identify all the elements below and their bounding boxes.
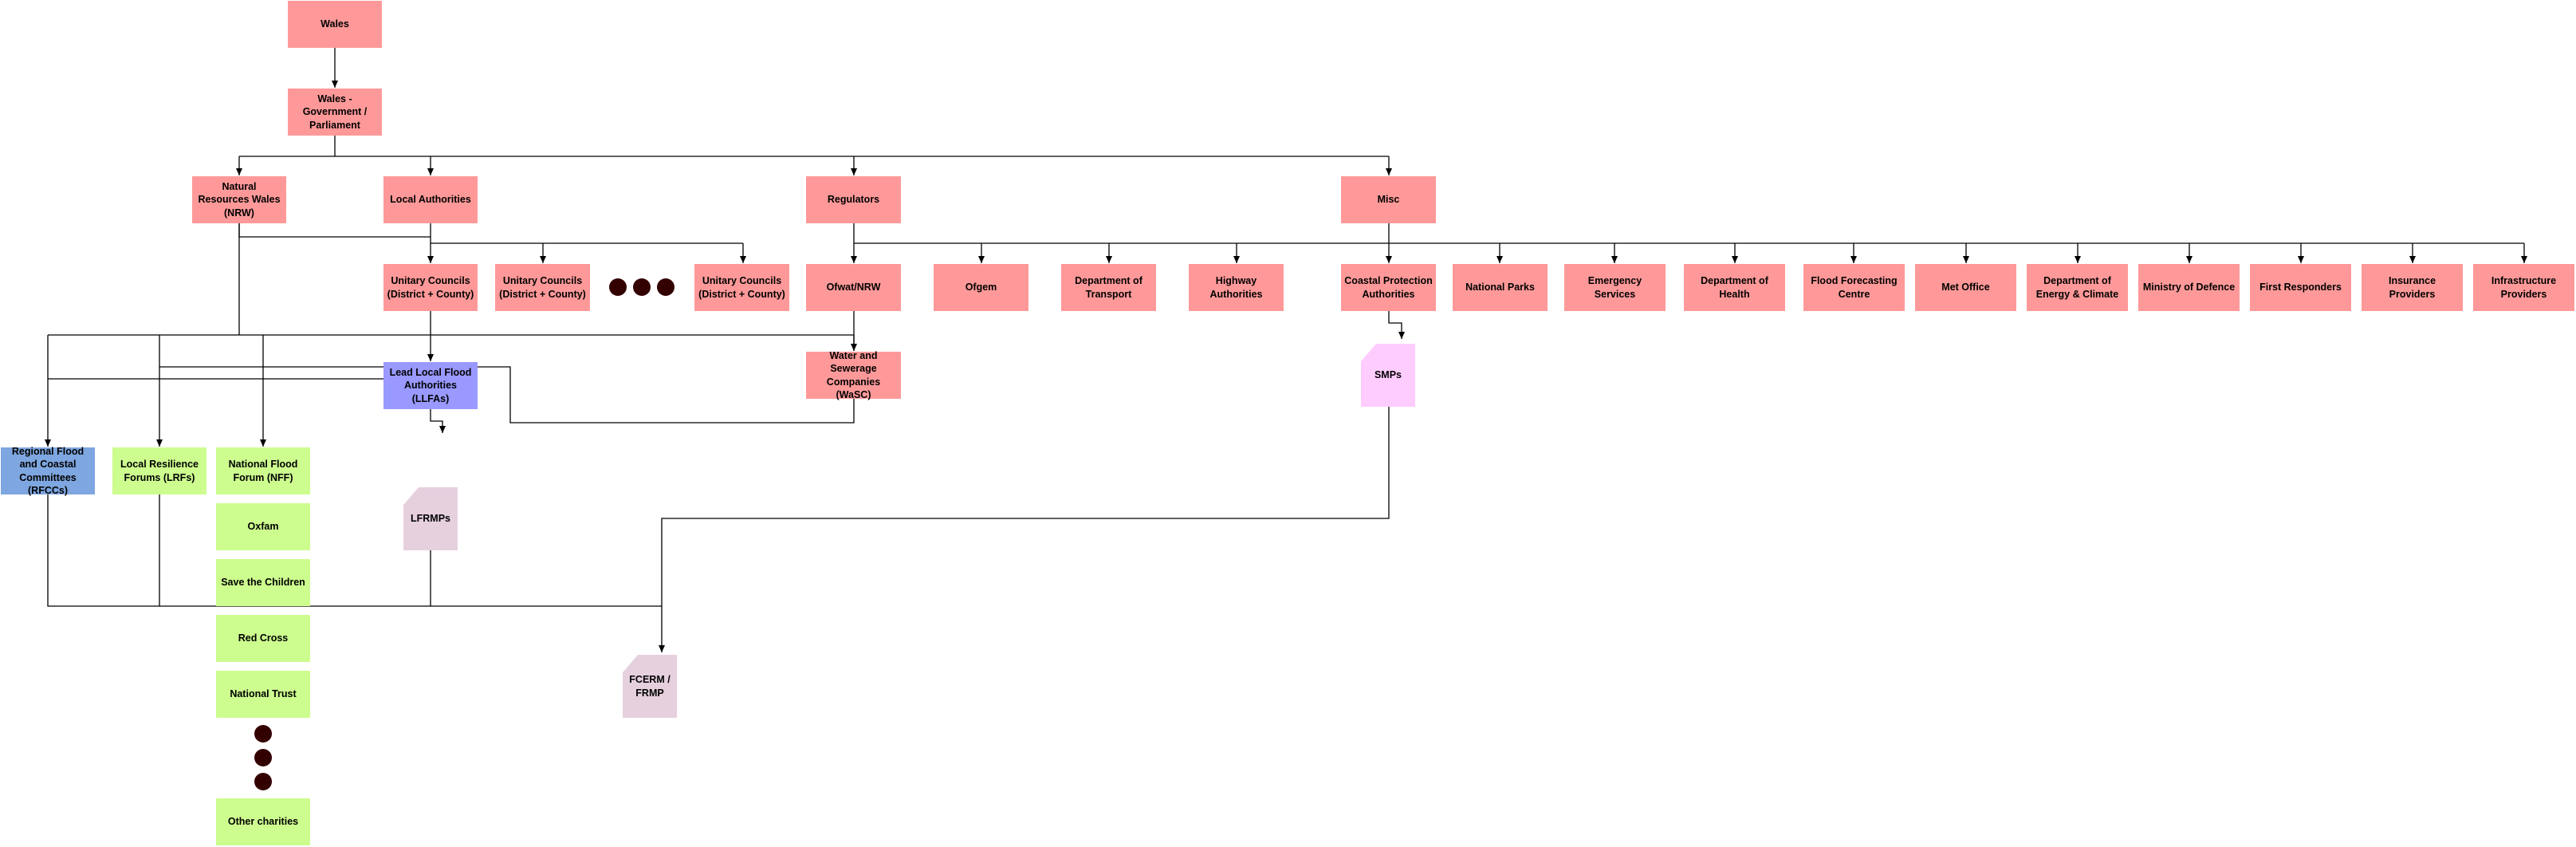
node-unitary-councils-3: Unitary Councils (District + County): [694, 264, 789, 311]
node-national-trust: National Trust: [216, 671, 310, 718]
node-unitary-councils-2: Unitary Councils (District + County): [495, 264, 590, 311]
node-ministry-of-defence: Ministry of Defence: [2138, 264, 2240, 311]
node-met-office: Met Office: [1915, 264, 2016, 311]
ellipsis-dot: [657, 278, 674, 296]
node-emergency-services: Emergency Services: [1564, 264, 1666, 311]
node-ofwat-nrw: Ofwat/NRW: [806, 264, 901, 311]
node-ofgem: Ofgem: [934, 264, 1028, 311]
node-regulators: Regulators: [806, 176, 901, 223]
node-department-of-health: Department of Health: [1684, 264, 1785, 311]
node-coastal-protection-authorities: Coastal Protection Authorities: [1341, 264, 1436, 311]
node-oxfam: Oxfam: [216, 503, 310, 550]
ellipsis-dot: [633, 278, 651, 296]
node-smps-document: SMPs: [1361, 344, 1415, 407]
node-fcerm-document: FCERM / FRMP: [623, 655, 677, 718]
node-unitary-councils-1: Unitary Councils (District + County): [383, 264, 478, 311]
node-wasc: Water and Sewerage Companies (WaSC): [806, 350, 901, 400]
node-nrw: Natural Resources Wales (NRW): [192, 176, 286, 223]
ellipsis-dot: [254, 749, 272, 766]
node-national-parks: National Parks: [1453, 264, 1548, 311]
node-department-of-transport: Department of Transport: [1061, 264, 1156, 311]
node-flood-forecasting-centre: Flood Forecasting Centre: [1803, 264, 1905, 311]
ellipsis-dot: [254, 725, 272, 743]
node-rfcc: Regional Flood and Coastal Committees (R…: [1, 446, 95, 496]
node-first-responders: First Responders: [2250, 264, 2351, 311]
node-red-cross: Red Cross: [216, 615, 310, 662]
node-misc: Misc: [1341, 176, 1436, 223]
node-nff: National Flood Forum (NFF): [216, 447, 310, 494]
ellipsis-dot: [609, 278, 627, 296]
node-highway-authorities: Highway Authorities: [1189, 264, 1284, 311]
node-local-authorities: Local Authorities: [383, 176, 478, 223]
node-llfa: Lead Local Flood Authorities (LLFAs): [383, 362, 478, 409]
node-wales: Wales: [288, 1, 382, 48]
node-other-charities: Other charities: [216, 798, 310, 845]
node-save-the-children: Save the Children: [216, 559, 310, 606]
node-infrastructure-providers: Infrastructure Providers: [2473, 264, 2574, 311]
node-wales-government: Wales - Government / Parliament: [288, 89, 382, 136]
node-lrf: Local Resilience Forums (LRFs): [112, 447, 206, 494]
node-department-of-energy: Department of Energy & Climate: [2027, 264, 2128, 311]
ellipsis-dot: [254, 773, 272, 790]
node-insurance-providers: Insurance Providers: [2362, 264, 2463, 311]
node-lfrmps-document: LFRMPs: [403, 487, 458, 550]
